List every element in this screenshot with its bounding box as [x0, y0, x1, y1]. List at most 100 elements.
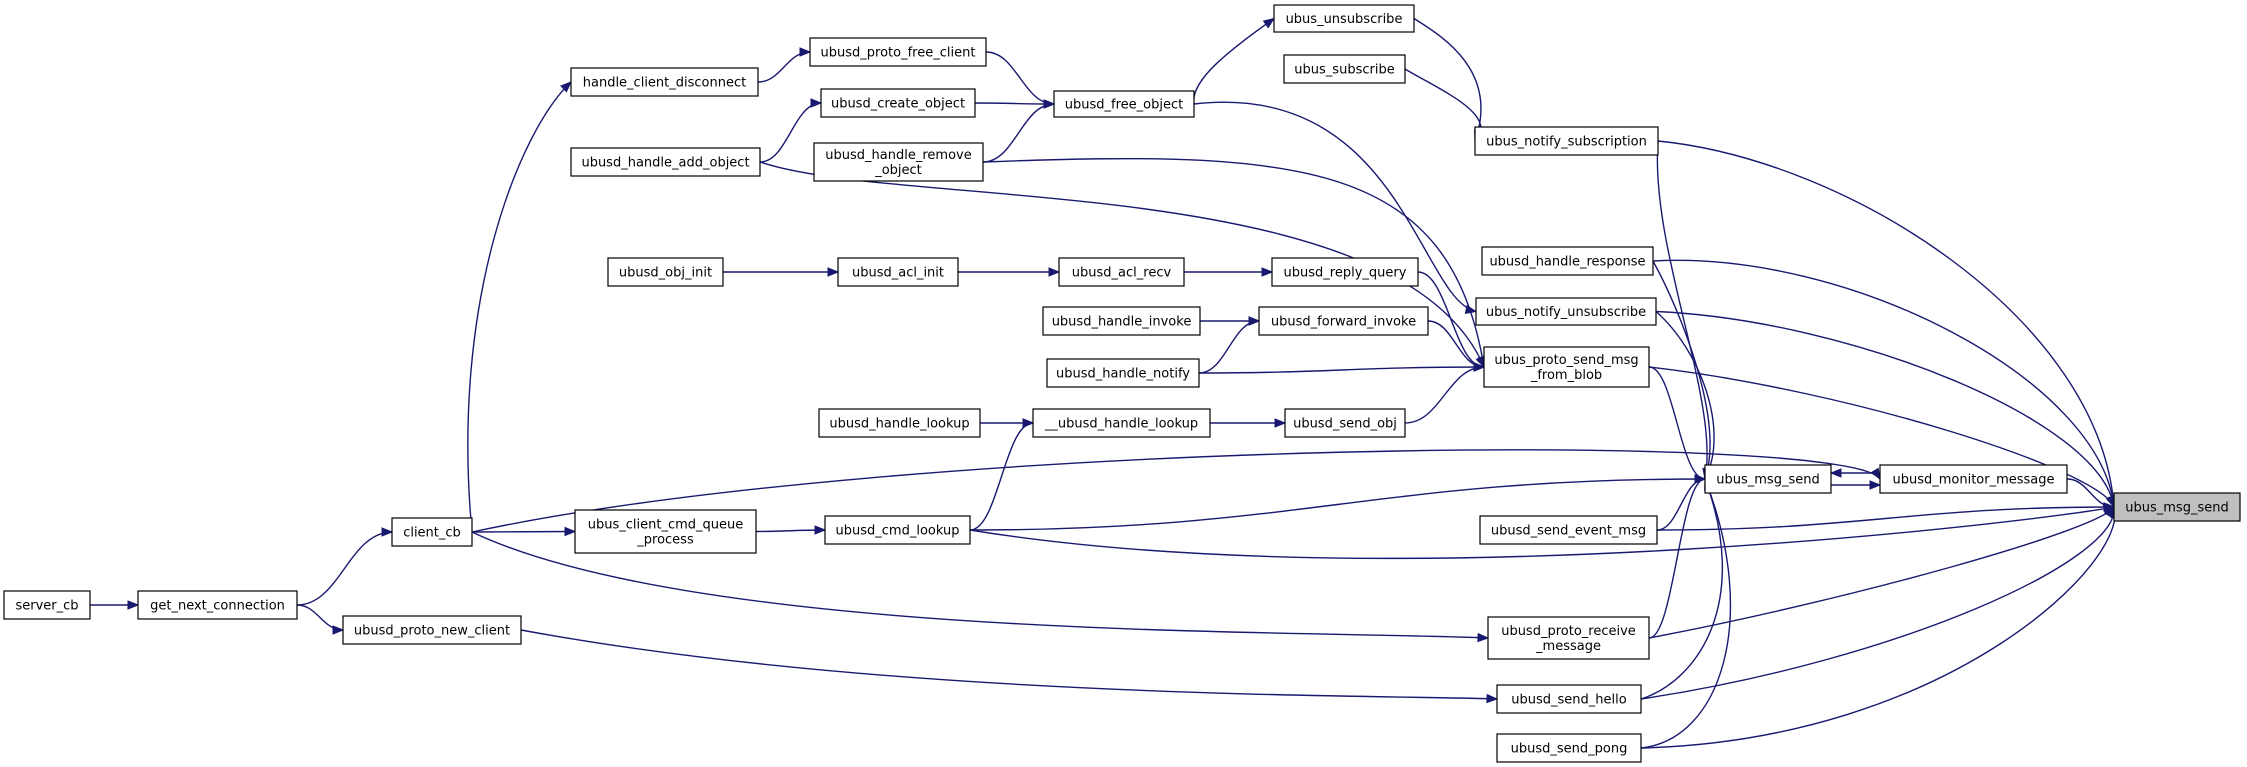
function-node-ubusd-reply-query[interactable]: ubusd_reply_query	[1271, 257, 1419, 287]
function-node-ubus-subscribe[interactable]: ubus_subscribe	[1283, 54, 1406, 84]
edge-arrowhead	[1048, 267, 1061, 277]
node-box	[1479, 515, 1658, 545]
edge-line	[1198, 320, 1260, 374]
edge-line	[969, 422, 1034, 531]
function-node-ubusd-handle-notify[interactable]: ubusd_handle_notify	[1046, 358, 1200, 388]
function-node-ubusd-proto-receive-message[interactable]: ubusd_proto_receive_message	[1487, 616, 1650, 660]
function-node-handle-client-disconnect[interactable]: handle_client_disconnect	[570, 67, 759, 97]
edge-line	[1640, 478, 1732, 749]
node-box	[1258, 306, 1429, 336]
call-edge-ubus_msg_send_mid-to-ubusd_monitor_message	[1831, 480, 1882, 490]
function-node-ubusd-cmd-lookup[interactable]: ubusd_cmd_lookup	[824, 515, 971, 545]
edge-arrowhead	[1473, 362, 1486, 372]
edge-line	[1198, 366, 1485, 374]
node-box	[2113, 492, 2241, 522]
function-node-ubus-unsubscribe[interactable]: ubus_unsubscribe	[1273, 4, 1415, 33]
function-node-ubusd-handle-add-object[interactable]: ubusd_handle_add_object	[570, 147, 761, 177]
node-box	[813, 142, 984, 182]
edge-line	[1640, 478, 1723, 700]
node-box	[1046, 358, 1200, 388]
function-node-server-cb[interactable]: server_cb	[3, 590, 91, 620]
node-box	[1475, 297, 1657, 326]
node-label: ubusd_free_object	[1065, 98, 1183, 113]
edge-arrowhead	[564, 526, 577, 537]
edge-arrowhead	[127, 600, 140, 610]
node-box	[574, 509, 757, 554]
function-node-get-next-connection[interactable]: get_next_connection	[137, 590, 298, 620]
edge-line	[471, 530, 576, 533]
node-label: ubusd_handle_remove	[825, 148, 971, 163]
node-label: ubusd_acl_recv	[1072, 266, 1172, 281]
call-edge-get_next_connection-to-ubusd_proto_new_client	[296, 604, 345, 635]
function-node-ubusd-handle-invoke[interactable]: ubusd_handle_invoke	[1042, 306, 1201, 336]
node-label: ubusd_acl_init	[852, 266, 944, 281]
edge-line	[1648, 506, 2115, 639]
edge-line	[1413, 17, 1482, 142]
function-node-ubusd-send-hello[interactable]: ubusd_send_hello	[1496, 684, 1642, 714]
node-label: ubusd_monitor_message	[1892, 473, 2054, 488]
function-node-ubusd-proto-free-client[interactable]: ubusd_proto_free_client	[809, 37, 987, 67]
function-node-ubusd-forward-invoke[interactable]: ubusd_forward_invoke	[1258, 306, 1429, 336]
function-node-ubus-notify-subscription[interactable]: ubus_notify_subscription	[1474, 126, 1659, 156]
node-label: ubusd_send_obj	[1293, 417, 1397, 432]
edge-line	[1652, 259, 2115, 508]
function-node-ubusd-acl-recv[interactable]: ubusd_acl_recv	[1058, 257, 1185, 287]
edge-line	[1656, 478, 1706, 531]
call-edge-ubusd_send_hello-to-ubus_msg_send	[1640, 505, 2120, 700]
edge-line	[1656, 140, 1708, 480]
edge-line	[296, 531, 393, 606]
function-node-ubus-msg-send-mid[interactable]: ubus_msg_send	[1704, 464, 1832, 494]
node-box	[1496, 684, 1642, 714]
function-node-ubusd-handle-remove-object[interactable]: ubusd_handle_remove_object	[813, 142, 984, 182]
function-node-ubusd-monitor-message[interactable]: ubusd_monitor_message	[1879, 464, 2068, 494]
node-label: _object	[874, 163, 922, 178]
call-edge-ubusd_handle_response-to-ubus_msg_send_mid	[1652, 260, 1713, 481]
node-label: get_next_connection	[150, 599, 285, 614]
node-box	[824, 515, 971, 545]
function-node-ubus-proto-send-msg-from-blob[interactable]: ubus_proto_send_msg_from_blob	[1483, 346, 1650, 388]
edge-arrowhead	[827, 267, 840, 277]
function-node-ubusd-send-pong[interactable]: ubusd_send_pong	[1496, 733, 1642, 763]
call-edge-ubus_notify_subscription-to-ubus_msg_send_mid	[1656, 140, 1712, 481]
function-node-ubusd-send-obj[interactable]: ubusd_send_obj	[1284, 408, 1406, 438]
node-label: server_cb	[15, 599, 78, 614]
edge-line	[1655, 310, 1715, 480]
edge-arrowhead	[810, 98, 823, 108]
call-edge-ubusd_proto_new_client-to-ubusd_send_hello	[520, 629, 1499, 704]
function-node-ubusd-handle-lookup[interactable]: ubusd_handle_lookup	[818, 408, 981, 438]
function-node-ubusd-free-object[interactable]: ubusd_free_object	[1053, 90, 1195, 118]
call-edge-ubusd_send_hello-to-ubus_msg_send_mid	[1640, 477, 1723, 700]
node-label: handle_client_disconnect	[583, 76, 746, 91]
node-label: ubusd_send_event_msg	[1491, 524, 1646, 539]
node-label: ubus_unsubscribe	[1286, 12, 1403, 27]
node-box	[820, 88, 976, 118]
function-node---ubusd-handle-lookup[interactable]: __ubusd_handle_lookup	[1032, 408, 1211, 438]
node-box	[1481, 246, 1654, 276]
function-node-ubusd-create-object[interactable]: ubusd_create_object	[820, 88, 976, 118]
node-box	[837, 257, 959, 287]
function-node-ubus-client-cmd-queue-process[interactable]: ubus_client_cmd_queue_process	[574, 509, 757, 554]
node-box	[607, 257, 724, 287]
node-box	[391, 517, 473, 547]
node-label: _message	[1535, 639, 1601, 654]
edge-arrowhead	[332, 625, 345, 635]
function-node-ubus-msg-send[interactable]: ubus_msg_send	[2113, 492, 2241, 522]
node-box	[1487, 616, 1650, 660]
function-node-ubusd-handle-response[interactable]: ubusd_handle_response	[1481, 246, 1654, 276]
edge-line	[471, 531, 1489, 639]
function-node-ubusd-obj-init[interactable]: ubusd_obj_init	[607, 257, 724, 287]
function-node-ubusd-send-event-msg[interactable]: ubusd_send_event_msg	[1479, 515, 1658, 545]
function-node-ubusd-proto-new-client[interactable]: ubusd_proto_new_client	[342, 615, 522, 645]
function-node-ubusd-acl-init[interactable]: ubusd_acl_init	[837, 257, 959, 287]
function-node-client-cb[interactable]: client_cb	[391, 517, 473, 547]
edge-line	[296, 604, 344, 631]
edge-arrowhead	[1022, 418, 1035, 428]
edge-arrowhead	[381, 527, 394, 537]
node-box	[137, 590, 298, 620]
node-box	[1273, 4, 1415, 33]
node-label: ubusd_handle_notify	[1056, 367, 1190, 382]
function-node-ubus-notify-unsubscribe[interactable]: ubus_notify_unsubscribe	[1475, 297, 1657, 326]
node-label: ubusd_reply_query	[1284, 266, 1407, 281]
edge-line	[1640, 506, 2116, 749]
